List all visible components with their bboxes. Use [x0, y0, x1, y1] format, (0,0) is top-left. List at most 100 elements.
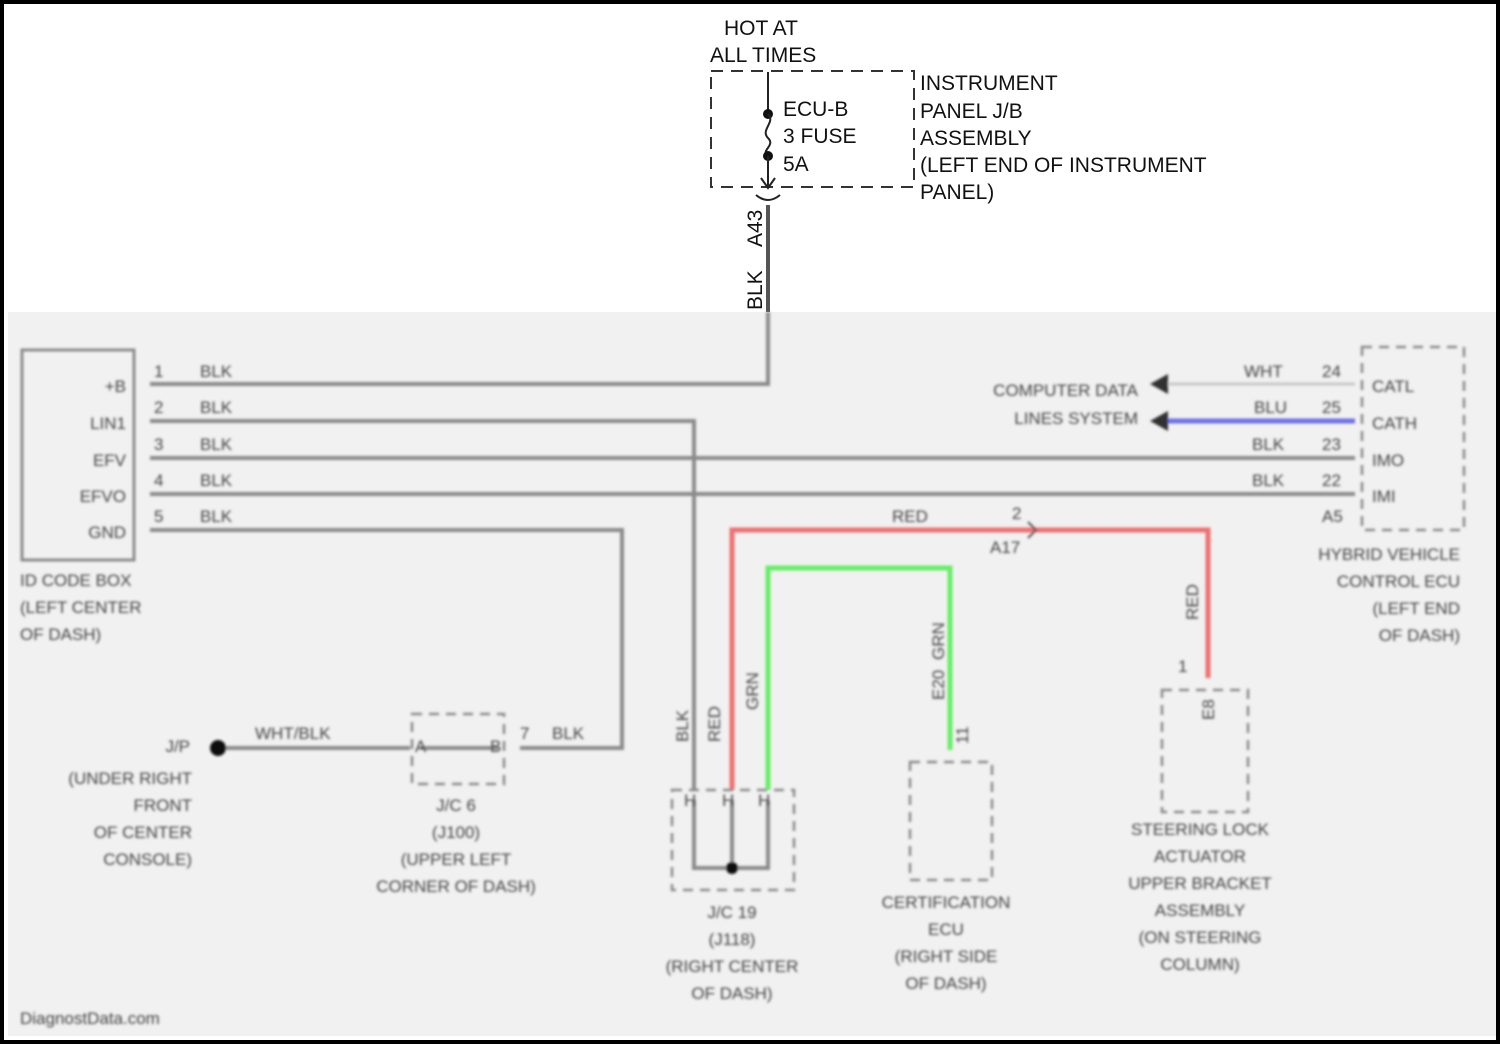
junction-pin: 2 [1012, 504, 1021, 523]
jc6-label-line1: J/C 6 [436, 796, 476, 815]
jc6-label-line2: (J100) [432, 823, 480, 842]
jc6-pin-right: B [490, 737, 501, 756]
jb-label-line5: PANEL) [920, 181, 994, 204]
jc19-label-line2: (J118) [709, 930, 756, 949]
fuse-rating: 5A [783, 153, 809, 176]
jc6-pin-left: A [415, 737, 427, 756]
hybrid-ecu-label-line3: (LEFT END [1372, 599, 1460, 618]
steering-label-line4: ASSEMBLY [1155, 901, 1245, 920]
jc19-label-line4: OF DASH) [691, 984, 772, 1003]
hv-wire-color-blk: BLK [1252, 471, 1285, 490]
connector-symbol-icon [756, 195, 780, 200]
hot-label-line1: HOT AT [724, 17, 798, 40]
jc6-wire-color: WHT/BLK [255, 724, 331, 743]
steering-label-line2: ACTUATOR [1154, 847, 1246, 866]
hybrid-ecu-label-line4: OF DASH) [1379, 626, 1460, 645]
ground-label-line2: FRONT [133, 796, 192, 815]
wire-color-3: BLK [200, 435, 233, 454]
jc6-label-line4: CORNER OF DASH) [376, 877, 536, 896]
hv-connector-code: A5 [1322, 507, 1343, 526]
steering-label-line3: UPPER BRACKET [1128, 874, 1272, 893]
pin-number-4: 4 [154, 471, 163, 490]
cert-pin-number: 11 [953, 726, 972, 744]
pin-number-3: 3 [154, 435, 163, 454]
hv-wire-color-wht: WHT [1244, 362, 1283, 381]
hybrid-ecu-label-line2: CONTROL ECU [1337, 572, 1460, 591]
wire-color-2: BLK [200, 398, 233, 417]
fuse-icon [766, 114, 771, 156]
id-code-box-label-line1: ID CODE BOX [20, 571, 131, 590]
cert-label-line4: OF DASH) [905, 974, 986, 993]
ground-point-icon [210, 740, 226, 756]
wire-color-1: BLK [200, 362, 233, 381]
jc19-wire3: GRN [743, 672, 762, 710]
jb-label-line1: INSTRUMENT [920, 72, 1058, 95]
jc19-pin2: H [722, 791, 734, 810]
can-label-line1: COMPUTER DATA [993, 381, 1138, 400]
cert-connector-code: E20 [929, 670, 948, 700]
jb-label-line3: ASSEMBLY [920, 127, 1032, 150]
hv-pin-number-22: 22 [1322, 471, 1341, 490]
ground-label-line1: (UNDER RIGHT [68, 769, 192, 788]
red-wire-color: RED [892, 507, 928, 526]
steering-label-line1: STEERING LOCK [1131, 820, 1270, 839]
instrument-panel-jb: HOT AT ALL TIMES ECU-B 3 FUSE 5A INSTRUM… [710, 17, 1207, 312]
jc19-wire2: RED [705, 706, 724, 742]
jc19-pin1: H [684, 791, 696, 810]
steering-label-line6: COLUMN) [1160, 955, 1239, 974]
id-code-box-label-line3: OF DASH) [20, 625, 101, 644]
junction-connector: A17 [990, 538, 1020, 557]
wire-color-4: BLK [200, 471, 233, 490]
jb-label-line4: (LEFT END OF INSTRUMENT [920, 154, 1207, 177]
pin-plus-b: +B [105, 377, 126, 396]
steering-label-line5: (ON STEERING [1139, 928, 1262, 947]
pin-imo: IMO [1372, 451, 1404, 470]
id-code-box-label-line2: (LEFT CENTER [20, 598, 142, 617]
fuse-name-line2: 3 FUSE [783, 125, 857, 148]
hv-pin-number-24: 24 [1322, 362, 1341, 381]
pin-efvo: EFVO [80, 487, 126, 506]
ground-label-line3: OF CENTER [94, 823, 192, 842]
pin-lin1: LIN1 [90, 414, 126, 433]
pin-gnd: GND [88, 523, 126, 542]
hv-pin-number-25: 25 [1322, 398, 1341, 417]
jc6-pin-number: 7 [520, 724, 529, 743]
cert-label-line1: CERTIFICATION [882, 893, 1011, 912]
jc19-label-line1: J/C 19 [707, 903, 756, 922]
pin-number-2: 2 [154, 398, 163, 417]
wire-color-5: BLK [200, 507, 233, 526]
jc19-label-line3: (RIGHT CENTER [666, 957, 799, 976]
jc6-label-line3: (UPPER LEFT [401, 850, 512, 869]
pin-cath: CATH [1372, 414, 1417, 433]
cert-label-line2: ECU [928, 920, 964, 939]
hot-label-line2: ALL TIMES [710, 44, 816, 67]
jc6-wire-color-right: BLK [552, 724, 585, 743]
steering-connector-code: E8 [1199, 699, 1218, 720]
steering-wire-color: RED [1183, 584, 1202, 620]
connector-code: A43 [744, 210, 767, 247]
ground-label-line4: CONSOLE) [103, 850, 192, 869]
pin-efv: EFV [93, 451, 127, 470]
feed-wire-color: BLK [744, 270, 767, 310]
jc19-splice-icon [726, 862, 738, 874]
fuse-name-line1: ECU-B [783, 98, 848, 121]
jc19-pin3: H [758, 791, 770, 810]
cert-wire-color: GRN [929, 622, 948, 660]
pin-number-5: 5 [154, 507, 163, 526]
pin-number-1: 1 [154, 362, 163, 381]
ground-code: J/P [165, 737, 190, 756]
jb-label-line2: PANEL J/B [920, 100, 1023, 123]
hybrid-ecu-label-line1: HYBRID VEHICLE [1318, 545, 1460, 564]
hv-pin-number-23: 23 [1322, 435, 1341, 454]
jc19-wire1: BLK [673, 709, 692, 742]
can-label-line2: LINES SYSTEM [1014, 409, 1138, 428]
footer-watermark: DiagnostData.com [20, 1009, 160, 1028]
pin-imi: IMI [1372, 487, 1396, 506]
cert-label-line3: (RIGHT SIDE [895, 947, 998, 966]
hv-wire-color-blu: BLU [1254, 398, 1287, 417]
steering-pin-number: 1 [1178, 657, 1187, 676]
pin-catl: CATL [1372, 377, 1414, 396]
hv-wire-color-blk: BLK [1252, 435, 1285, 454]
